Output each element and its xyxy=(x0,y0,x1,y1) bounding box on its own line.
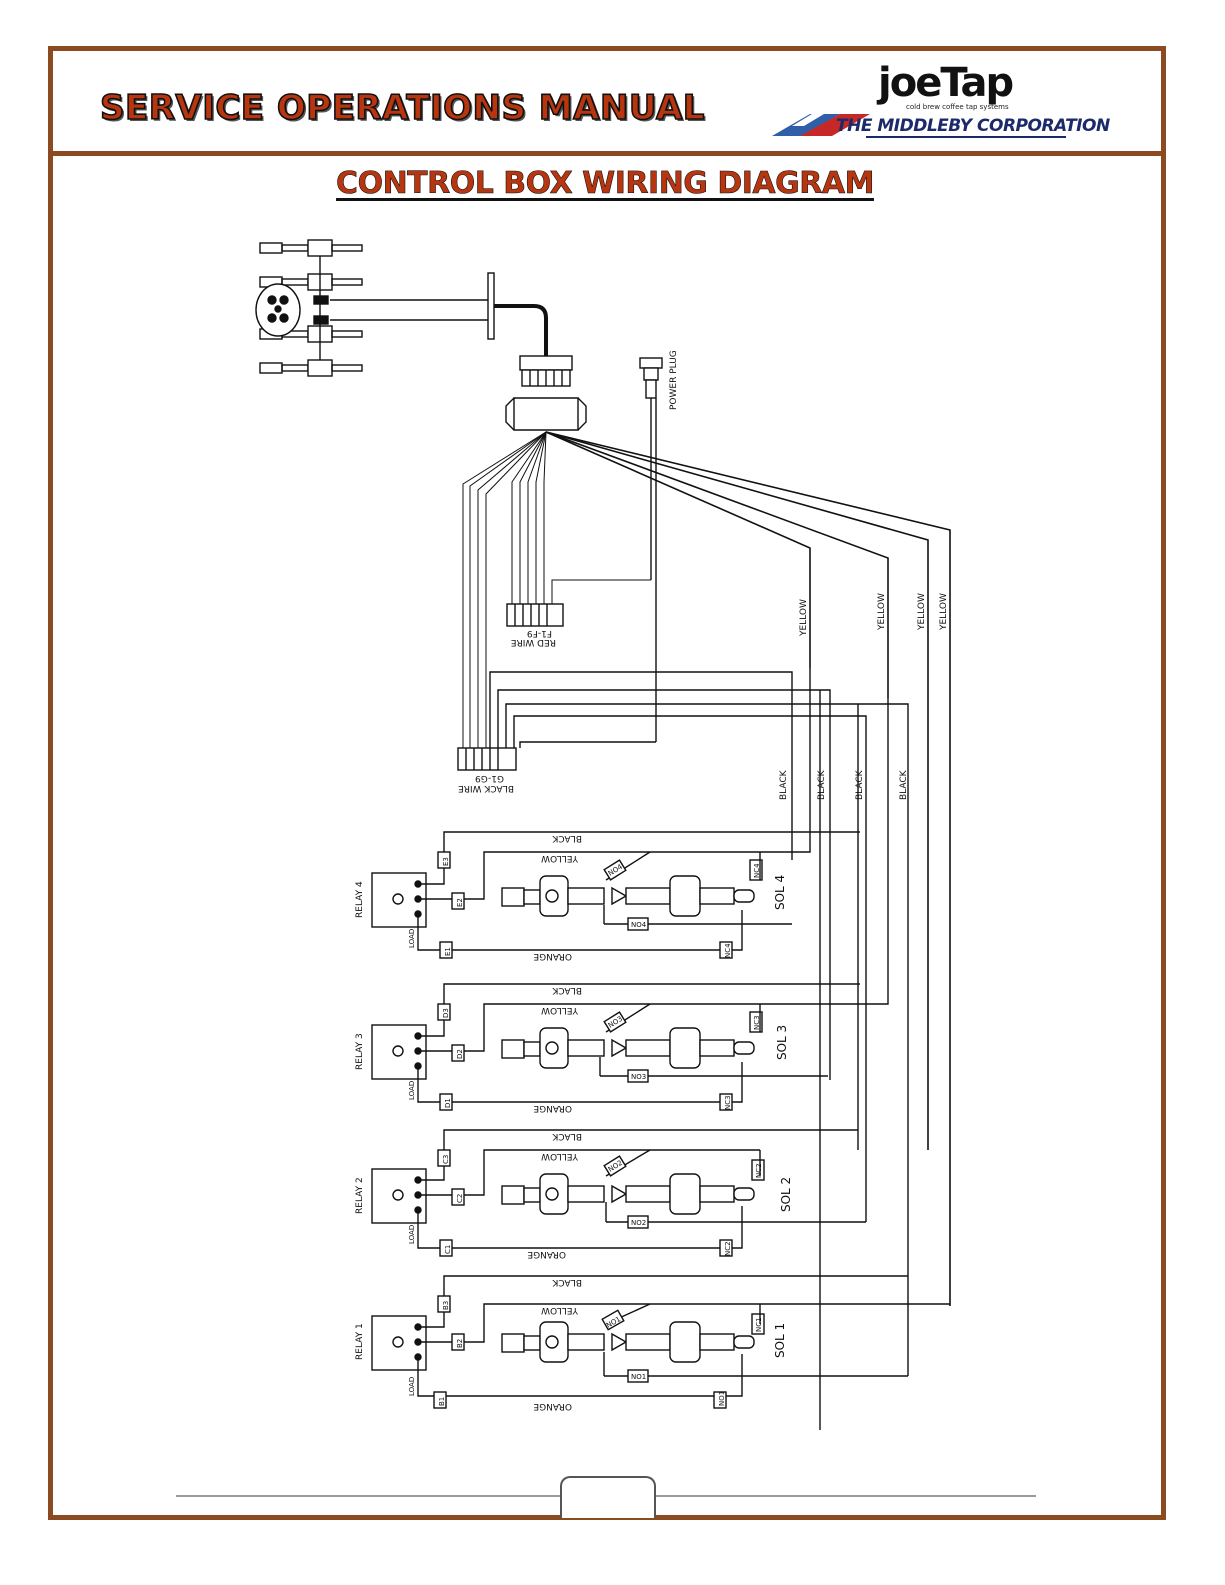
relay-4-label: RELAY 4 xyxy=(355,881,365,918)
solenoid-valve-1 xyxy=(501,1321,755,1363)
relay-2-term-c2: C2 xyxy=(456,1194,464,1203)
sol-1-label: SOL 1 xyxy=(773,1323,787,1358)
solenoid-valve-4 xyxy=(501,875,755,917)
relay-4-load: LOAD xyxy=(408,929,416,948)
relay-4-term-e2: E2 xyxy=(456,898,464,907)
relay-1-term-b2: B2 xyxy=(456,1339,464,1348)
relay-3-no-bottom: NO3 xyxy=(631,1073,646,1081)
relay-section-4 xyxy=(371,831,860,959)
black-label-4: BLACK xyxy=(899,769,909,800)
red-wire-label: RED WIRE xyxy=(510,637,556,647)
black-wire-range: G1-G9 xyxy=(475,773,504,783)
tap-assembly xyxy=(255,239,495,377)
sol-2-label: SOL 2 xyxy=(779,1177,793,1212)
relay-1-orange-label: ORANGE xyxy=(533,1401,572,1411)
relay-1-black-label: BLACK xyxy=(551,1277,582,1287)
relay-1-load: LOAD xyxy=(408,1377,416,1396)
manual-title: SERVICE OPERATIONS MANUAL xyxy=(99,87,705,129)
black-label-3: BLACK xyxy=(855,769,865,800)
relay-2-nc-bottom: NC2 xyxy=(724,1241,732,1256)
relay-4-term-e3: E3 xyxy=(442,857,450,866)
relay-2-orange-label: ORANGE xyxy=(527,1249,566,1259)
relay-4-no-bottom: NO4 xyxy=(631,921,647,929)
relay-2-nc-top: NC2 xyxy=(755,1163,763,1178)
black-label-2: BLACK xyxy=(817,769,827,800)
relay-4-black-label: BLACK xyxy=(551,833,582,843)
relay-1-label: RELAY 1 xyxy=(355,1323,365,1360)
relay-3-orange-label: ORANGE xyxy=(533,1103,572,1113)
relay-2-label: RELAY 2 xyxy=(355,1177,365,1214)
relay-3-term-d1: D1 xyxy=(444,1098,452,1108)
logo-tagline: cold brew coffee tap systems xyxy=(906,103,1009,111)
red-wire-range: F1-F9 xyxy=(527,628,552,638)
power-plug xyxy=(639,357,663,742)
relay-4-term-e1: E1 xyxy=(444,947,452,956)
yellow-label-2: YELLOW xyxy=(877,593,887,631)
relay-1-yellow-label: YELLOW xyxy=(541,1305,579,1315)
logo-brand: joeTap xyxy=(878,60,1014,106)
relay-4-nc-bottom: NC4 xyxy=(724,943,732,958)
relay-2-term-c3: C3 xyxy=(442,1155,450,1164)
relay-3-label: RELAY 3 xyxy=(355,1033,365,1070)
relay-3-nc-bottom: NC3 xyxy=(724,1095,732,1110)
relay-section-1 xyxy=(371,1275,950,1409)
relay-3-load: LOAD xyxy=(408,1081,416,1100)
relay-2-no-bottom: NO2 xyxy=(631,1219,646,1227)
black-wire-label: BLACK WIRE xyxy=(458,783,514,793)
relay-1-term-b1: B1 xyxy=(438,1397,446,1406)
solenoid-valve-3 xyxy=(501,1027,755,1069)
page-heading: CONTROL BOX WIRING DIAGRAM xyxy=(336,166,875,202)
page-number-tab xyxy=(560,1476,656,1518)
relay-3-yellow-label: YELLOW xyxy=(541,1005,579,1015)
yellow-label-3: YELLOW xyxy=(917,593,927,631)
relay-1-term-b3: B3 xyxy=(442,1301,450,1310)
footer-line-left xyxy=(176,1495,560,1497)
main-connector xyxy=(505,355,587,431)
relay-3-term-d3: D3 xyxy=(442,1008,450,1018)
yellow-label-4: YELLOW xyxy=(939,593,949,631)
yellow-label-1: YELLOW xyxy=(799,599,809,637)
logo-corporation: THE MIDDLEBY CORPORATION xyxy=(836,116,1110,136)
footer-line-right xyxy=(652,1495,1036,1497)
relay-4-yellow-label: YELLOW xyxy=(541,853,579,863)
relay-3-term-d2: D2 xyxy=(456,1049,464,1059)
relay-3-black-label: BLACK xyxy=(551,985,582,995)
relay-4-orange-label: ORANGE xyxy=(533,951,572,961)
relay-1-no-bottom: NO1 xyxy=(631,1373,646,1381)
relay-2-load: LOAD xyxy=(408,1225,416,1244)
black-label-1: BLACK xyxy=(779,769,789,800)
relay-3-nc-top: NC3 xyxy=(753,1015,761,1030)
sol-3-label: SOL 3 xyxy=(775,1025,789,1060)
sol-4-label: SOL 4 xyxy=(773,875,787,910)
power-plug-label: POWER PLUG xyxy=(669,350,679,410)
relay-2-black-label: BLACK xyxy=(551,1131,582,1141)
relay-section-3 xyxy=(371,983,860,1111)
solenoid-valve-2 xyxy=(501,1173,755,1215)
middleby-logo xyxy=(772,114,1066,138)
relay-section-2 xyxy=(371,1129,866,1257)
relay-4-nc-top: NC4 xyxy=(753,863,761,878)
relay-2-term-c1: C1 xyxy=(444,1245,452,1254)
relay-1-no-right: NO1 xyxy=(718,1391,726,1406)
relay-2-yellow-label: YELLOW xyxy=(541,1151,579,1161)
header-bar xyxy=(48,46,1166,156)
relay-1-nc-top: NC1 xyxy=(755,1317,763,1332)
